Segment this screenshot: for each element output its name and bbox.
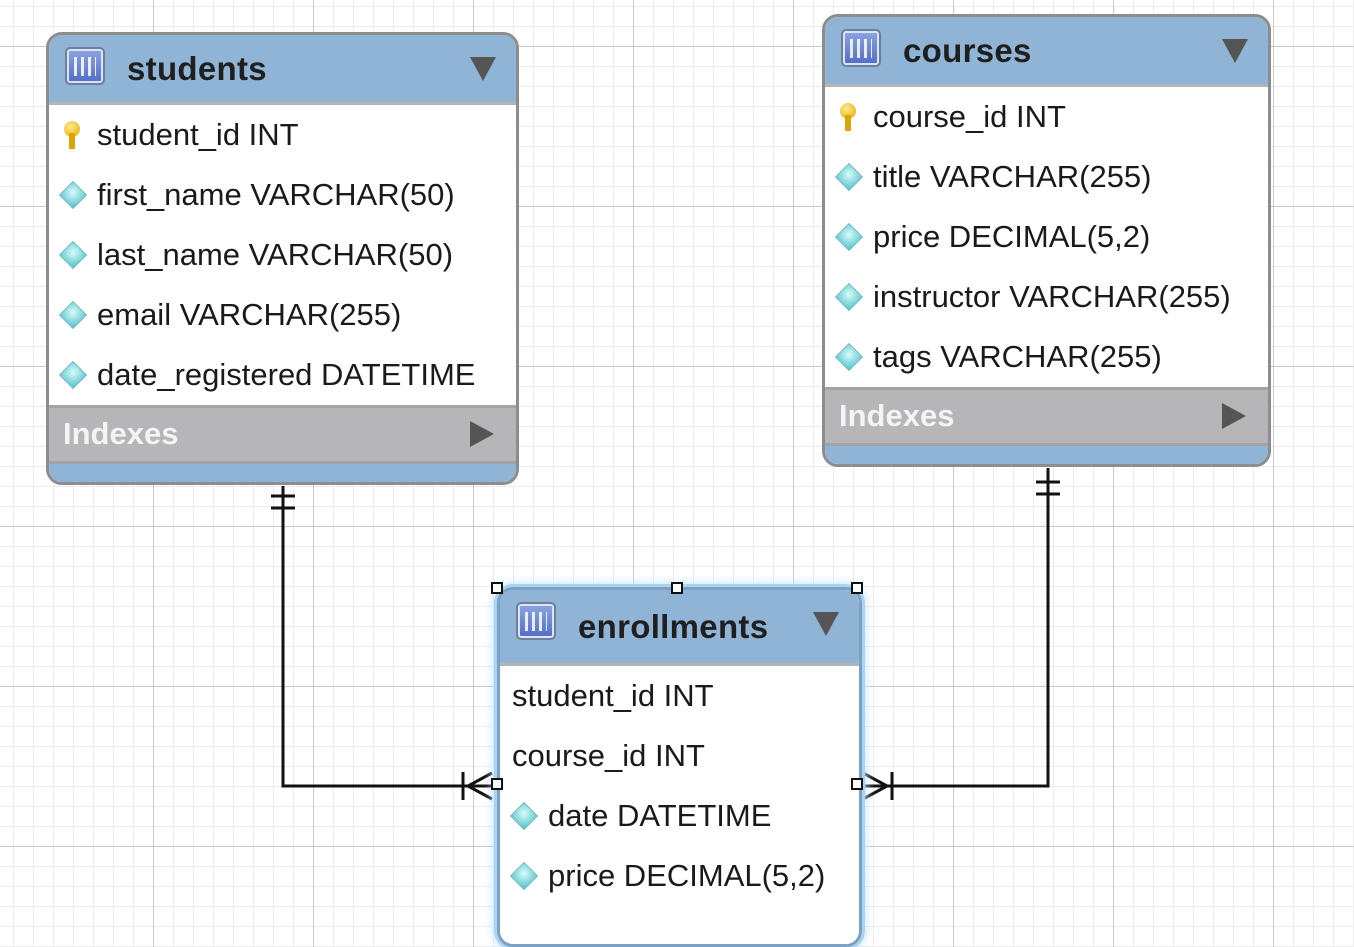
column-diamond-icon [836, 284, 862, 310]
table-title: students [127, 50, 267, 87]
crowfoot-marker [862, 771, 891, 801]
table-courses[interactable]: courses course_id INT title VARCHAR(255)… [822, 14, 1271, 467]
column-row[interactable]: course_id INT [825, 87, 1268, 147]
column-row[interactable]: student_id INT [49, 105, 516, 165]
column-row[interactable]: date_registered DATETIME [49, 345, 516, 405]
column-diamond-icon [60, 242, 86, 268]
expand-arrow-icon[interactable] [470, 421, 494, 447]
table-icon [65, 47, 105, 85]
column-row[interactable]: instructor VARCHAR(255) [825, 267, 1268, 327]
resize-handle-top[interactable] [671, 582, 683, 594]
column-diamond-icon [511, 803, 537, 829]
relationship-courses-enrollments[interactable] [862, 468, 1050, 788]
column-label: title VARCHAR(255) [873, 159, 1152, 194]
column-label: instructor VARCHAR(255) [873, 279, 1231, 314]
table-enrollments[interactable]: enrollments student_id INT course_id INT… [497, 587, 862, 947]
resize-handle-right[interactable] [851, 778, 863, 790]
column-row[interactable]: email VARCHAR(255) [49, 285, 516, 345]
indexes-section[interactable]: Indexes [49, 405, 516, 461]
primary-key-icon [64, 121, 80, 151]
table-icon [841, 29, 881, 67]
table-title: courses [903, 32, 1032, 69]
column-diamond-icon [836, 164, 862, 190]
column-row[interactable]: date DATETIME [500, 786, 859, 846]
column-row[interactable]: course_id INT [500, 726, 859, 786]
table-header[interactable]: courses [825, 17, 1268, 87]
crowfoot-marker [464, 771, 493, 801]
column-label: course_id INT [512, 738, 705, 773]
column-label: date_registered DATETIME [97, 357, 476, 392]
table-footer [49, 461, 516, 482]
column-row[interactable]: price DECIMAL(5,2) [825, 207, 1268, 267]
column-diamond-icon [836, 224, 862, 250]
column-row[interactable]: first_name VARCHAR(50) [49, 165, 516, 225]
table-header[interactable]: enrollments [500, 590, 859, 666]
collapse-caret-icon[interactable] [813, 612, 839, 636]
column-label: date DATETIME [548, 798, 772, 833]
collapse-caret-icon[interactable] [1222, 39, 1248, 63]
column-label: tags VARCHAR(255) [873, 339, 1162, 374]
column-diamond-icon [60, 182, 86, 208]
table-header[interactable]: students [49, 35, 516, 105]
table-students[interactable]: students student_id INT first_name VARCH… [46, 32, 519, 485]
column-row[interactable]: tags VARCHAR(255) [825, 327, 1268, 387]
resize-handle-top-left[interactable] [491, 582, 503, 594]
column-label: student_id INT [512, 678, 714, 713]
expand-arrow-icon[interactable] [1222, 403, 1246, 429]
column-diamond-icon [60, 362, 86, 388]
relationship-students-enrollments[interactable] [281, 486, 492, 788]
indexes-label: Indexes [63, 416, 179, 451]
column-diamond-icon [511, 863, 537, 889]
resize-handle-left[interactable] [491, 778, 503, 790]
table-title: enrollments [578, 608, 769, 645]
column-row[interactable]: price DECIMAL(5,2) [500, 846, 859, 906]
column-label: price DECIMAL(5,2) [548, 858, 826, 893]
collapse-caret-icon[interactable] [470, 57, 496, 81]
table-footer [825, 443, 1268, 464]
column-row[interactable]: student_id INT [500, 666, 859, 726]
resize-handle-top-right[interactable] [851, 582, 863, 594]
indexes-section[interactable]: Indexes [825, 387, 1268, 443]
column-row[interactable]: last_name VARCHAR(50) [49, 225, 516, 285]
column-label: course_id INT [873, 99, 1066, 134]
table-icon [516, 602, 556, 640]
column-row[interactable]: title VARCHAR(255) [825, 147, 1268, 207]
column-diamond-icon [836, 344, 862, 370]
primary-key-icon [840, 103, 856, 133]
column-label: student_id INT [97, 117, 299, 152]
column-label: last_name VARCHAR(50) [97, 237, 454, 272]
column-label: email VARCHAR(255) [97, 297, 402, 332]
column-label: first_name VARCHAR(50) [97, 177, 455, 212]
column-label: price DECIMAL(5,2) [873, 219, 1151, 254]
column-diamond-icon [60, 302, 86, 328]
relationship-lines [271, 468, 1060, 801]
indexes-label: Indexes [839, 398, 955, 433]
